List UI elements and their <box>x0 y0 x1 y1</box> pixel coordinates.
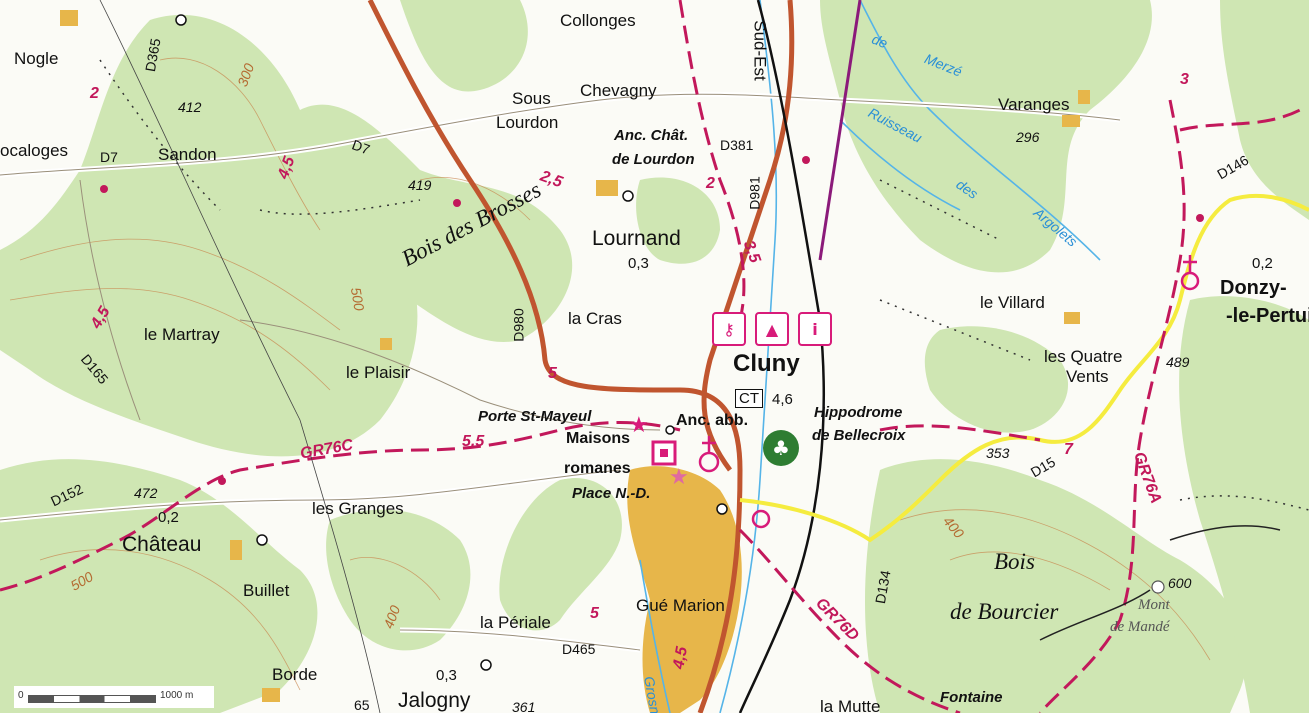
paths <box>99 0 1281 713</box>
place-label: Varanges <box>998 95 1070 114</box>
town-label: Cluny <box>733 350 800 377</box>
place-label: Chevagny <box>580 81 657 100</box>
scale-bar-graphic <box>28 695 156 703</box>
road-label: D381 <box>720 137 754 153</box>
place-label: la Mutte <box>820 697 881 713</box>
road-label: D981 <box>746 176 763 210</box>
trail-distance: 5,5 <box>462 433 485 450</box>
elevation-label: 600 <box>1168 575 1192 591</box>
star-icon: ★ <box>629 412 649 437</box>
canton-badge: CT <box>735 389 763 408</box>
place-label: Sous <box>512 89 551 108</box>
distance-label: 0,3 <box>628 255 649 272</box>
elevation-label: 472 <box>134 485 158 501</box>
poi-label: Place N.-D. <box>572 485 651 502</box>
place-label: Lourdon <box>496 113 559 132</box>
minor-roads <box>0 93 1121 651</box>
road-label: D465 <box>562 641 596 657</box>
poi-label: Anc. abb. <box>676 412 749 429</box>
place-label: Lournand <box>592 227 681 250</box>
elevation-label: 489 <box>1166 354 1190 370</box>
trail-distance: 2 <box>90 85 99 102</box>
road-label: D980 <box>510 308 527 342</box>
main-road <box>367 0 743 713</box>
star-icon: ★ <box>669 464 689 489</box>
scale-zero: 0 <box>18 690 24 701</box>
poi-label: Porte St-Mayeul <box>478 408 592 425</box>
streams <box>639 0 1101 713</box>
distance-label: 0,2 <box>158 509 179 526</box>
poi-label: Anc. Chât. <box>614 127 689 144</box>
elevation-label: 361 <box>512 699 536 713</box>
elevation-label: 419 <box>408 177 432 193</box>
poi-label: Fontaine <box>940 689 1003 706</box>
town-label: -le-Pertui <box>1226 305 1309 327</box>
poi-label: de Bellecroix <box>812 427 906 444</box>
place-label: Maisons <box>566 430 631 447</box>
place-label: Vents <box>1066 367 1109 386</box>
elevation-label: 353 <box>986 445 1010 461</box>
contour-label: 500 <box>347 286 368 312</box>
contour-lines <box>9 57 1211 691</box>
road-label: Sud-Est <box>750 20 770 81</box>
poi-label: de Lourdon <box>612 151 695 168</box>
elevation-label: 412 <box>178 99 202 115</box>
place-label: la Périale <box>480 613 551 632</box>
distance-label: 0,3 <box>436 667 457 684</box>
place-label: Buillet <box>243 581 290 600</box>
scale-bar: 0 1000 m <box>14 686 214 708</box>
place-label: le Martray <box>144 325 220 344</box>
place-label: Collonges <box>560 11 636 30</box>
place-label: Jalogny <box>398 689 471 712</box>
distance-label: 0,2 <box>1252 255 1273 272</box>
place-label: le Plaisir <box>346 363 411 382</box>
place-label: Gué Marion <box>636 596 725 615</box>
place-label: les Granges <box>312 499 404 518</box>
place-label: Nogle <box>14 49 59 68</box>
place-label: Château <box>122 533 202 556</box>
summit-label: Mont <box>1138 597 1170 613</box>
museum-icon[interactable]: ⚷ <box>712 312 746 346</box>
railway <box>738 0 825 713</box>
secondary-road <box>739 193 1309 543</box>
elevation-label: 296 <box>1016 129 1040 145</box>
hamlets <box>60 10 1090 702</box>
place-label: ocaloges <box>0 141 69 160</box>
poi-label: Hippodrome <box>814 404 903 421</box>
trail-distance: 5 <box>590 605 599 622</box>
town-label: Donzy- <box>1220 277 1287 299</box>
forest-label: Bois <box>994 549 1035 574</box>
place-label: romanes <box>564 460 631 477</box>
road-label: 65 <box>354 697 370 713</box>
info-icon[interactable]: i <box>798 312 832 346</box>
place-label: le Villard <box>980 293 1045 312</box>
tracks <box>99 59 1309 511</box>
place-label: la Cras <box>568 309 622 328</box>
scale-distance: 1000 m <box>160 690 194 701</box>
waypoints <box>100 156 1204 485</box>
trail-distance: 5 <box>548 365 557 382</box>
place-label: Borde <box>272 665 318 684</box>
place-label: Sandon <box>158 145 217 164</box>
distance-label: 4,6 <box>772 391 793 408</box>
road-label: D7 <box>100 149 118 165</box>
trail-distance: 3 <box>1180 71 1189 88</box>
remarkable-tree-icon[interactable]: ♣ <box>763 430 799 466</box>
trail-distance: 2 <box>706 175 715 192</box>
summit-label: de Mandé <box>1110 619 1170 635</box>
trail-distance: 7 <box>1064 441 1073 458</box>
place-label: les Quatre <box>1044 347 1123 366</box>
monument-icon[interactable]: ▲ <box>755 312 789 346</box>
forest-label: de Bourcier <box>950 599 1059 624</box>
